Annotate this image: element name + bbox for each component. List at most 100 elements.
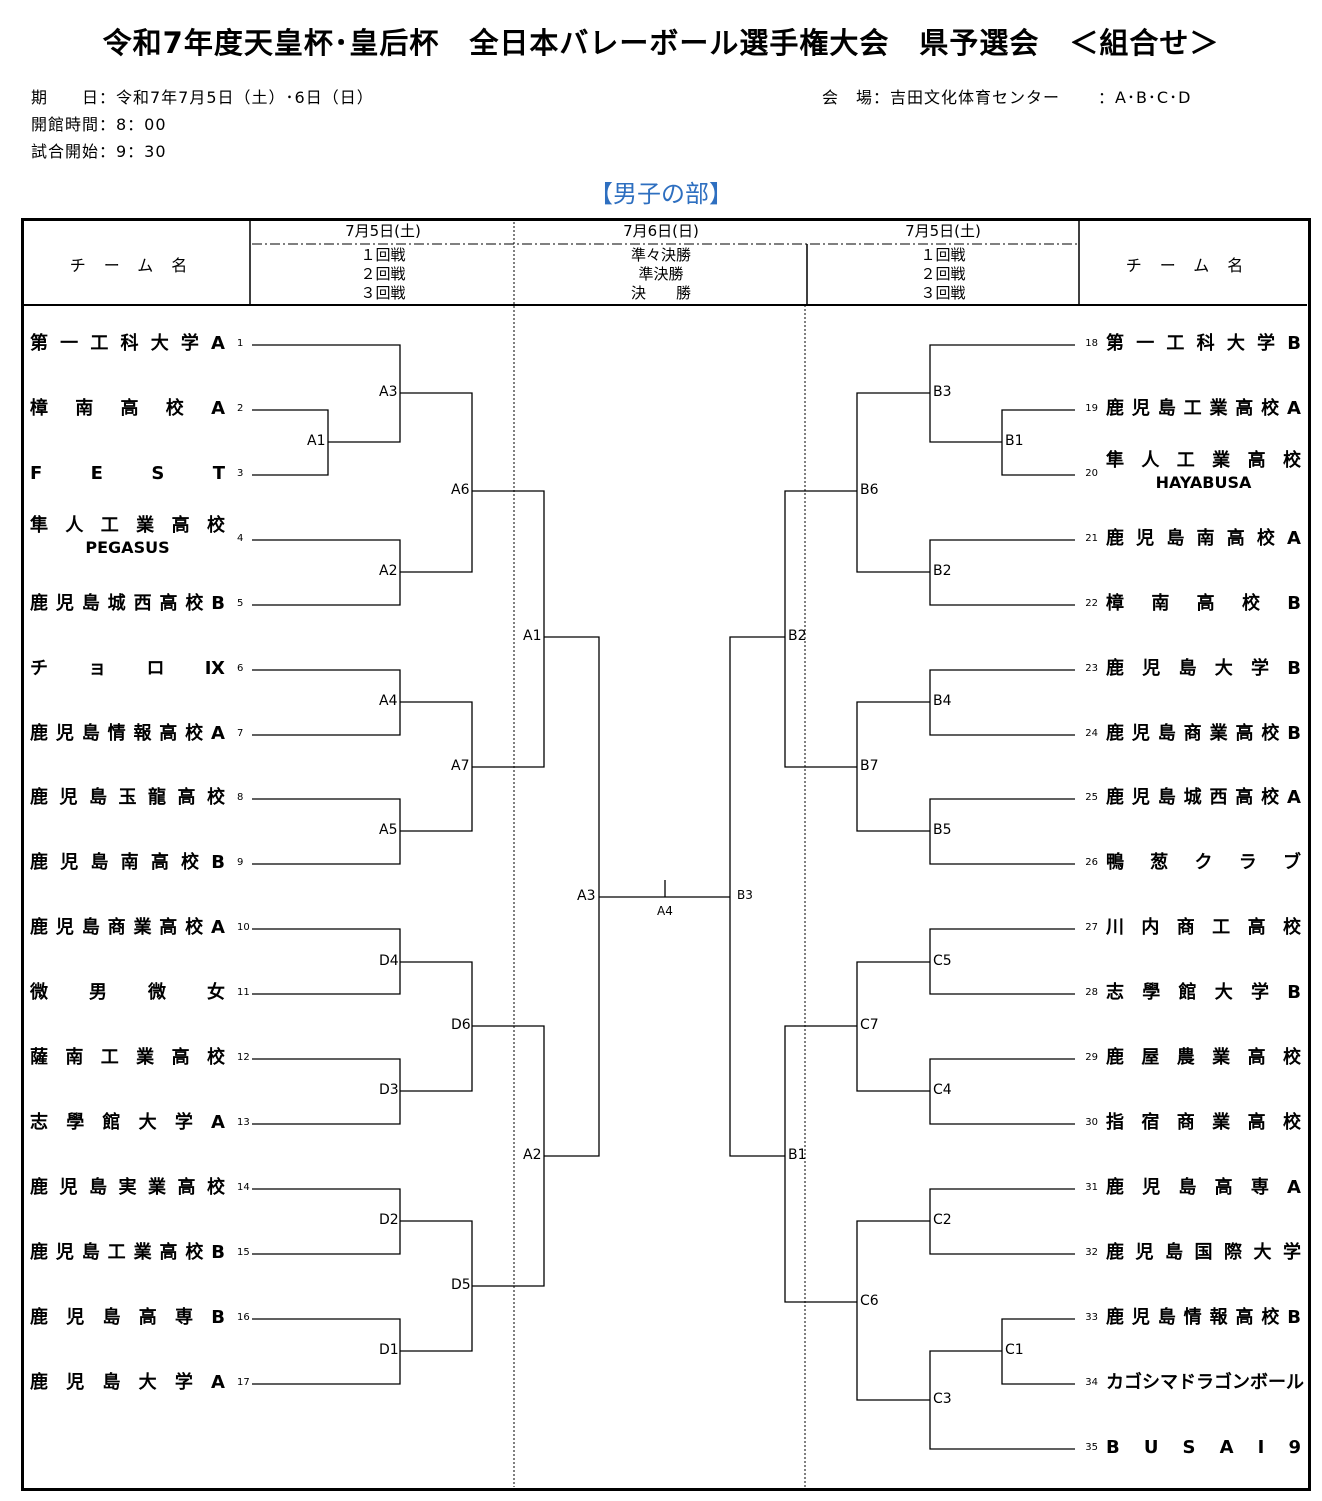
match-label-c7: C7 — [860, 1017, 879, 1033]
team-right-32: 鹿児島国際大学 — [1106, 1242, 1301, 1263]
left-round-3: ３回戦 — [360, 284, 406, 302]
team-number-30: 30 — [1085, 1117, 1098, 1128]
opening-time: 開館時間：8：00 — [31, 115, 167, 134]
match-label-d4: D4 — [379, 953, 399, 969]
team-right-34: カゴシマドラゴンボール — [1106, 1372, 1304, 1393]
team-number-32: 32 — [1085, 1247, 1098, 1258]
team-number-29: 29 — [1085, 1052, 1098, 1063]
bracket-line — [252, 409, 329, 476]
match-label-a2: A2 — [379, 563, 398, 579]
match-label-a7: A7 — [451, 758, 470, 774]
match-label-b2: B2 — [933, 563, 952, 579]
team-number-14: 14 — [237, 1182, 250, 1193]
match-label-f_a4: A4 — [657, 904, 673, 918]
right-round-3: ３回戦 — [920, 284, 966, 302]
right-round-2: ２回戦 — [920, 265, 966, 283]
match-start-time: 試合開始：9：30 — [31, 142, 167, 161]
team-number-26: 26 — [1085, 857, 1098, 868]
team-right-20: 隼人工業高校 — [1106, 450, 1301, 471]
match-label-d1: D1 — [379, 1342, 399, 1358]
team-left-4: 隼人工業高校 — [30, 515, 225, 536]
bracket-line — [929, 1188, 1075, 1255]
team-number-6: 6 — [237, 663, 244, 674]
bracket-line — [856, 392, 930, 573]
team-number-18: 18 — [1085, 338, 1098, 349]
bracket-line — [784, 1025, 857, 1303]
bracket-line — [784, 490, 857, 768]
match-label-sf_a3: A3 — [577, 888, 596, 904]
bracket-lines — [252, 344, 1075, 1450]
team-left-11: 微男微女 — [30, 982, 225, 1003]
team-number-27: 27 — [1085, 922, 1098, 933]
team-number-5: 5 — [237, 598, 244, 609]
event-date: 期 日：令和7年7月5日（土）･6日（日） — [31, 88, 374, 107]
match-label-sf_b3: B3 — [737, 888, 753, 902]
match-label-b3: B3 — [933, 384, 952, 400]
match-label-d6: D6 — [451, 1017, 471, 1033]
bracket-line — [252, 798, 401, 865]
team-left-4-subname: PEGASUS — [85, 538, 170, 557]
match-label-c5: C5 — [933, 953, 952, 969]
team-number-24: 24 — [1085, 728, 1098, 739]
right-date: 7月5日(土) — [905, 222, 981, 240]
bracket-line — [929, 798, 1075, 865]
bracket-frame — [21, 218, 1311, 1491]
team-number-17: 17 — [237, 1377, 250, 1388]
team-number-1: 1 — [237, 338, 244, 349]
team-number-8: 8 — [237, 792, 244, 803]
center-round-1: 準々決勝 — [630, 246, 691, 264]
match-label-b4: B4 — [933, 693, 952, 709]
team-number-20: 20 — [1085, 468, 1098, 479]
match-label-a4: A4 — [379, 693, 398, 709]
match-label-b6: B6 — [860, 482, 879, 498]
team-number-3: 3 — [237, 468, 244, 479]
team-number-16: 16 — [237, 1312, 250, 1323]
bracket-line — [252, 1188, 401, 1255]
team-number-25: 25 — [1085, 792, 1098, 803]
team-number-28: 28 — [1085, 987, 1098, 998]
left-round-1: １回戦 — [360, 246, 406, 264]
center-round-3: 決 勝 — [630, 284, 691, 302]
bracket-line — [929, 539, 1075, 606]
team-number-13: 13 — [237, 1117, 250, 1128]
bracket-line — [929, 928, 1075, 995]
team-number-31: 31 — [1085, 1182, 1098, 1193]
match-label-c4: C4 — [933, 1082, 952, 1098]
match-label-qf_a1: A1 — [523, 628, 542, 644]
match-label-a5: A5 — [379, 822, 398, 838]
header-lines — [21, 218, 1307, 1487]
team-right-27: 川内商工高校 — [1106, 917, 1301, 938]
center-round-2: 準決勝 — [638, 265, 684, 283]
team-number-9: 9 — [237, 857, 244, 868]
section-title: 【男子の部】 — [589, 180, 733, 208]
match-label-c3: C3 — [933, 1391, 952, 1407]
page-title: 令和7年度天皇杯･皇后杯 全日本バレーボール選手権大会 県予選会 ＜組合せ＞ — [102, 26, 1220, 60]
team-number-22: 22 — [1085, 598, 1098, 609]
team-number-2: 2 — [237, 403, 244, 414]
match-label-qf_a2: A2 — [523, 1147, 542, 1163]
match-label-c6: C6 — [860, 1293, 879, 1309]
center-date: 7月6日(日) — [623, 222, 699, 240]
bracket-line — [400, 392, 473, 573]
bracket-line — [729, 636, 785, 1157]
bracket-line — [252, 928, 401, 995]
team-number-35: 35 — [1085, 1442, 1098, 1453]
match-label-d3: D3 — [379, 1082, 399, 1098]
left-date: 7月5日(土) — [345, 222, 421, 240]
